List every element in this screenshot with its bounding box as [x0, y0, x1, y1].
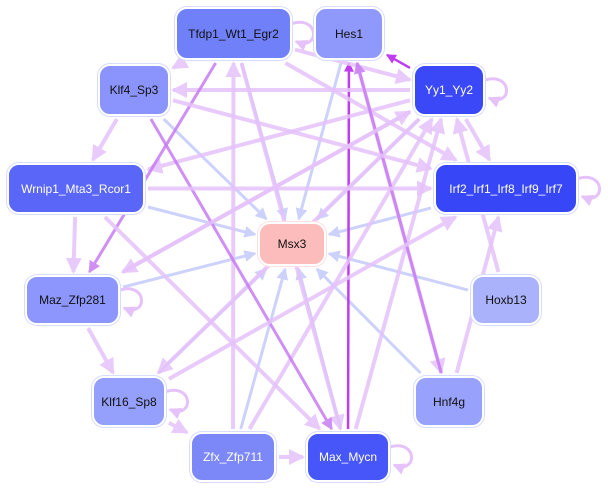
edge-Klf4_Sp3-to-Irf2_Irf1_Irf8_Irf9_Irf7	[172, 98, 433, 173]
node-Wrnip1_Mta3_Rcor1[interactable]: Wrnip1_Mta3_Rcor1	[7, 163, 145, 214]
edge-Wrnip1_Mta3_Rcor1-to-Maz_Zfp281	[65, 216, 82, 274]
node-Hes1[interactable]: Hes1	[314, 7, 384, 60]
node-label: Hoxb13	[485, 293, 527, 307]
edge-Zfx_Zfp711-to-Yy1_Yy2	[247, 117, 434, 431]
node-Msx3[interactable]: Msx3	[258, 222, 326, 266]
node-label: Klf16_Sp8	[101, 394, 157, 409]
node-label: Klf4_Sp3	[109, 83, 159, 97]
node-Klf4_Sp3[interactable]: Klf4_Sp3	[98, 64, 170, 116]
node-label: Tfdp1_Wt1_Egr2	[188, 26, 279, 41]
edge-Klf16_Sp8-to-Irf2_Irf1_Irf8_Irf9_Irf7	[168, 215, 458, 381]
node-label: Msx3	[277, 237, 307, 251]
edge-Tfdp1_Wt1_Egr2-to-Klf4_Sp3	[171, 53, 190, 70]
self-loop-Max_Mycn	[389, 444, 413, 475]
edge-Klf4_Sp3-to-Wrnip1_Mta3_Rcor1	[91, 117, 119, 162]
node-Yy1_Yy2[interactable]: Yy1_Yy2	[413, 64, 485, 116]
node-label: Irf2_Irf1_Irf8_Irf9_Irf7	[449, 181, 563, 196]
self-loop-Yy1_Yy2	[484, 77, 508, 108]
node-Irf2_Irf1_Irf8_Irf9_Irf7[interactable]: Irf2_Irf1_Irf8_Irf9_Irf7	[434, 163, 578, 214]
node-label: Hes1	[334, 26, 363, 41]
node-label: Hnf4g	[432, 394, 466, 409]
edge-Yy1_Yy2-to-Wrnip1_Mta3_Rcor1	[146, 98, 411, 174]
edge-Yy1_Yy2-to-Hes1	[385, 53, 411, 70]
edge-Klf4_Sp3-to-Max_Mycn	[149, 118, 333, 431]
node-Max_Mycn[interactable]: Max_Mycn	[306, 432, 390, 482]
edge-Max_Mycn-to-Hes1	[343, 61, 354, 430]
self-loop-Klf16_Sp8	[165, 388, 189, 420]
node-Tfdp1_Wt1_Egr2[interactable]: Tfdp1_Wt1_Egr2	[175, 7, 292, 60]
self-loop-Maz_Zfp281	[119, 287, 143, 318]
node-label: Wrnip1_Mta3_Rcor1	[21, 181, 131, 196]
self-loop-Tfdp1_Wt1_Egr2	[291, 20, 315, 52]
edge-Zfx_Zfp711-to-Msx3	[239, 267, 289, 430]
edge-Maz_Zfp281-to-Klf16_Sp8	[86, 327, 115, 375]
node-Hnf4g[interactable]: Hnf4g	[414, 376, 484, 427]
self-loop-Irf2_Irf1_Irf8_Irf9_Irf7	[577, 175, 601, 207]
node-Maz_Zfp281[interactable]: Maz_Zfp281	[25, 275, 120, 325]
edge-Hnf4g-to-Hes1	[353, 61, 443, 374]
node-Klf16_Sp8[interactable]: Klf16_Sp8	[92, 376, 166, 427]
node-label: Yy1_Yy2	[424, 83, 474, 97]
node-label: Zfx_Zfp711	[203, 450, 263, 464]
node-label: Maz_Zfp281	[39, 293, 106, 307]
edge-Yy1_Yy2-to-Irf2_Irf1_Irf8_Irf9_Irf7	[464, 117, 492, 162]
edge-Tfdp1_Wt1_Egr2-to-Yy1_Yy2	[294, 47, 412, 84]
edge-Wrnip1_Mta3_Rcor1-to-Max_Mycn	[103, 215, 322, 431]
node-Zfx_Zfp711[interactable]: Zfx_Zfp711	[190, 432, 276, 482]
edge-Wrnip1_Mta3_Rcor1-to-Msx3	[147, 205, 257, 238]
edge-Maz_Zfp281-to-Yy1_Yy2	[121, 110, 412, 274]
edge-Klf16_Sp8-to-Zfx_Zfp711	[168, 418, 189, 435]
edge-Tfdp1_Wt1_Egr2-to-Maz_Zfp281	[88, 62, 217, 274]
node-label: Max_Mycn	[318, 450, 377, 464]
node-Hoxb13[interactable]: Hoxb13	[471, 275, 541, 325]
